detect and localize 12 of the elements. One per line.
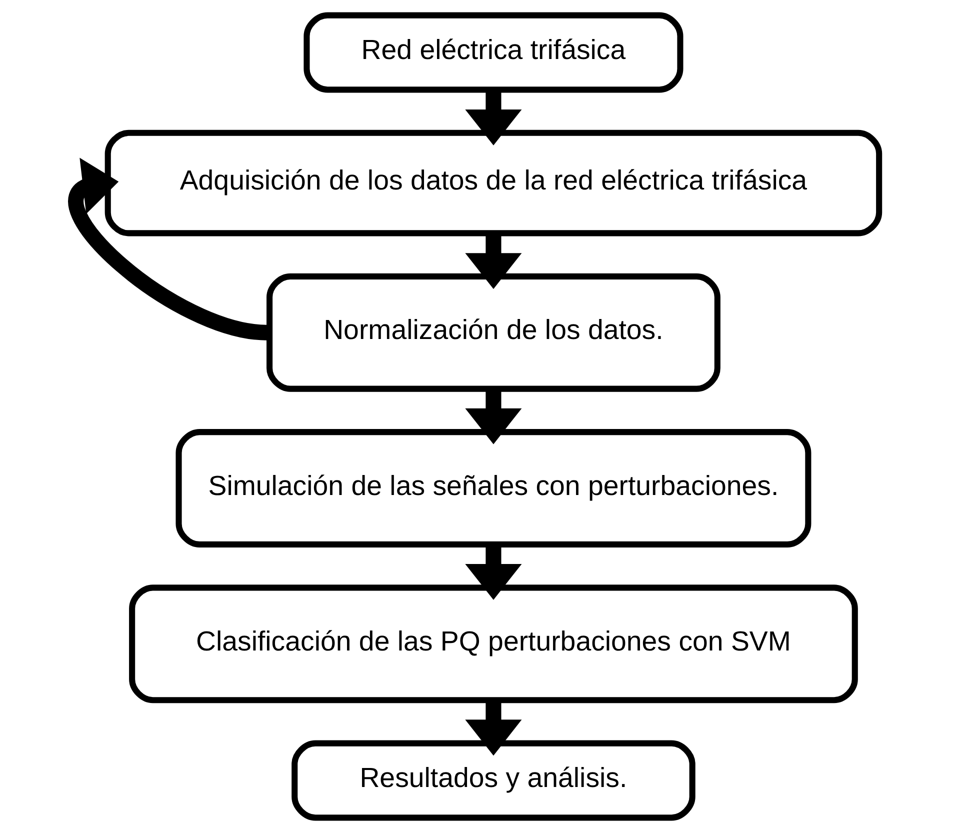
arrow bbox=[464, 90, 522, 146]
arrow bbox=[464, 233, 522, 289]
node-box: Normalización de los datos. bbox=[266, 273, 720, 392]
node-box: Simulación de las señales con perturbaciones. bbox=[175, 429, 811, 548]
node-box: Adquisición de los datos de la red eléctrica trifásica bbox=[104, 130, 882, 236]
node-box: Resultados y análisis. bbox=[291, 740, 695, 821]
arrow bbox=[68, 158, 268, 340]
node-box: Clasificación de las PQ perturbaciones con SVM bbox=[128, 584, 858, 704]
arrow bbox=[464, 389, 522, 444]
arrow bbox=[464, 544, 522, 600]
node-box: Red eléctrica trifásica bbox=[303, 12, 683, 93]
arrow bbox=[464, 700, 522, 756]
